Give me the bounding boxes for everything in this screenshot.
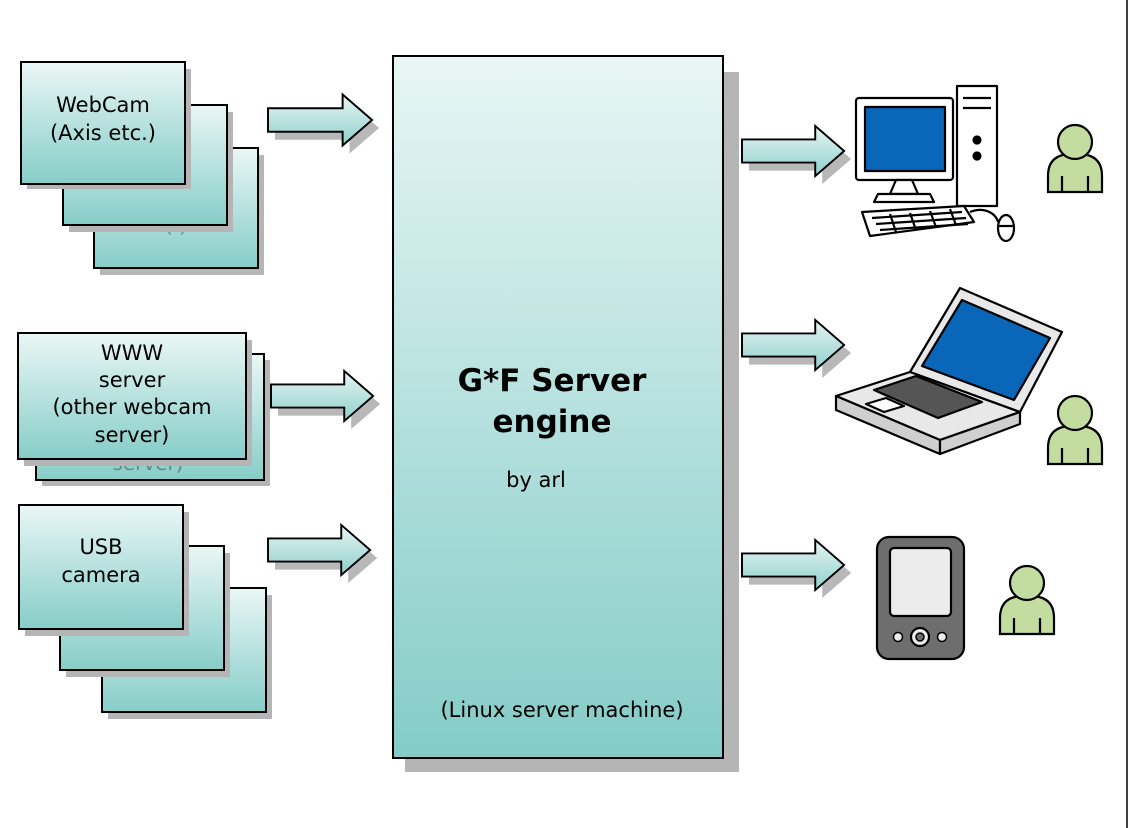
arrow-usb-to-server xyxy=(267,523,378,584)
arrow-www-to-server xyxy=(270,369,381,430)
www-label-line4: server) xyxy=(95,423,170,447)
user-icon xyxy=(1046,123,1104,194)
input-arrows xyxy=(267,93,381,584)
arrow-server-to-pda xyxy=(741,538,852,599)
server-box xyxy=(392,55,724,759)
usb-sublabel: camera xyxy=(61,563,140,587)
webcam-sublabel: (Axis etc.) xyxy=(50,121,156,145)
webcam-box xyxy=(20,61,186,185)
output-arrows xyxy=(741,124,852,599)
user-icon xyxy=(998,564,1056,636)
user-icon xyxy=(1046,394,1104,466)
www-label-line1: WWW xyxy=(101,341,164,365)
www-server-box xyxy=(17,332,247,460)
desktop-computer-icon xyxy=(854,84,1016,243)
www-label-line3: (other webcam xyxy=(52,395,211,419)
arrow-webcam-to-server xyxy=(267,93,380,154)
arrow-server-to-desktop xyxy=(741,124,852,185)
usb-label: USB xyxy=(79,535,122,559)
laptop-icon xyxy=(834,286,1064,456)
server-engine: G*F Server engine by arl (Linux server m… xyxy=(392,55,739,772)
server-footer: (Linux server machine) xyxy=(440,698,683,722)
server-title-line2: engine xyxy=(492,404,611,440)
pda-icon xyxy=(875,535,966,661)
www-label-line2: server xyxy=(99,368,166,392)
usb-camera-stack: USB camera xyxy=(18,504,272,719)
server-byline: by arl xyxy=(506,468,566,492)
server-title-line1: G*F Server xyxy=(458,363,647,399)
webcam-label: WebCam xyxy=(56,93,150,117)
usb-camera-box xyxy=(18,504,184,630)
www-server-stack: server) WWW server (other webcam server) xyxy=(17,332,270,486)
webcam-stack: ( ) WebCam (Axis etc.) xyxy=(20,61,264,275)
arrow-server-to-laptop xyxy=(741,318,852,379)
